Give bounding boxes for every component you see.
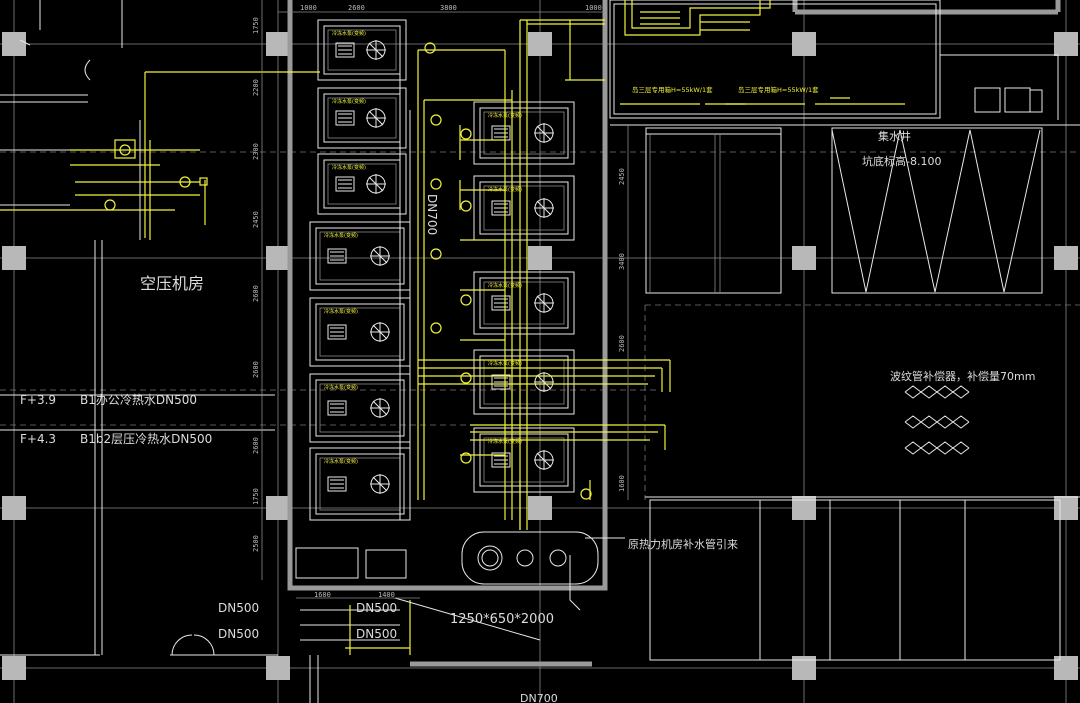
bottom-pipe-label: DN700 xyxy=(520,692,558,703)
unit-tag: 冷冻水泵(变频) xyxy=(332,30,366,37)
room-label: 空压机房 xyxy=(140,274,204,293)
dn500-label-4: DN500 xyxy=(356,627,397,641)
dn500-label-3: DN500 xyxy=(356,601,397,615)
chiller-unit: 冷冻水泵(变频) xyxy=(309,297,411,367)
dim-left-3: 2300 xyxy=(252,143,260,160)
dimension-top: 1000 2600 3800 1000 xyxy=(278,4,604,13)
water-tank xyxy=(295,498,599,585)
pump-unit: 冷冻水泵(变频) xyxy=(473,101,575,165)
chiller-unit: 冷冻水泵(变频) xyxy=(317,153,407,215)
dim-right-3: 2600 xyxy=(618,335,626,352)
chiller-room-pipes xyxy=(399,19,671,530)
dim-right-4: 1600 xyxy=(618,475,626,492)
dimension-bottom: 1600 1400 xyxy=(296,591,420,599)
sump-label: 集水井 xyxy=(878,129,911,143)
dimension-left: 1750 2200 2300 2450 2600 2600 2600 1750 … xyxy=(252,0,263,580)
dim-right-2: 3400 xyxy=(618,253,626,270)
dim-left-7: 2600 xyxy=(252,437,260,454)
chiller-unit: 冷冻水泵(变频) xyxy=(309,373,411,443)
pump-units: 冷冻水泵(变频)冷冻水泵(变频)冷冻水泵(变频)冷冻水泵(变频)冷冻水泵(变频) xyxy=(473,101,575,493)
pump-unit: 冷冻水泵(变频) xyxy=(473,427,575,493)
pump-unit: 冷冻水泵(变频) xyxy=(473,175,575,241)
dim-left-8: 1750 xyxy=(252,488,260,505)
dim-right-1: 2450 xyxy=(618,168,626,185)
dim-left-6: 2600 xyxy=(252,361,260,378)
panel-label-1: 岛三层专用箱H=55kW/1套 xyxy=(632,85,713,94)
dim-bottom-1: 1600 xyxy=(314,591,331,599)
main-pipe-label: DN700 xyxy=(425,194,439,235)
dim-left-9: 2500 xyxy=(252,535,260,552)
dn500-label-1: DN500 xyxy=(218,601,259,615)
sump-area xyxy=(645,87,1080,661)
text-labels: 空压机房 B1办公冷热水DN500 B1b2层压冷热水DN500 F+3.9 F… xyxy=(20,85,1035,703)
dn500-label-2: DN500 xyxy=(218,627,259,641)
control-panel-wiring xyxy=(620,0,905,105)
elevation-f39: F+3.9 xyxy=(20,393,56,407)
unit-tag: 冷冻水泵(变频) xyxy=(324,384,358,391)
dim-left-1: 1750 xyxy=(252,17,260,34)
compensator-symbols xyxy=(904,385,970,455)
dim-top-4: 1000 xyxy=(585,4,602,12)
sump-elevation: 坑底标高-8.100 xyxy=(862,154,941,168)
chiller-units: 冷冻水泵(变频) 冷冻水泵(变频) 冷冻水泵(变频) 冷冻水泵(变频) 冷冻水泵(变频)… xyxy=(309,19,411,521)
pipe-label-b1: B1办公冷热水DN500 xyxy=(80,392,197,407)
unit-tag: 冷冻水泵(变频) xyxy=(332,164,366,171)
chiller-unit: 冷冻水泵(变频) xyxy=(309,221,411,291)
chiller-unit: 冷冻水泵(变频) xyxy=(317,87,407,149)
dim-bottom-2: 1400 xyxy=(378,591,395,599)
pipe-label-b1b2: B1b2层压冷热水DN500 xyxy=(80,432,212,446)
pump-unit: 冷冻水泵(变频) xyxy=(473,271,575,335)
unit-tag: 冷冻水泵(变频) xyxy=(324,232,358,239)
dim-top-1: 1000 xyxy=(300,4,317,12)
walls xyxy=(0,0,1080,667)
compensator-label: 波纹管补偿器，补偿量70mm xyxy=(890,369,1035,383)
dim-top-3: 3800 xyxy=(440,4,457,12)
unit-tag: 冷冻水泵(变频) xyxy=(332,98,366,105)
dim-top-2: 2600 xyxy=(348,4,365,12)
unit-tag: 冷冻水泵(变频) xyxy=(324,458,358,465)
dim-left-4: 2450 xyxy=(252,211,260,228)
unit-tag: 冷冻水泵(变频) xyxy=(324,308,358,315)
dim-left-2: 2200 xyxy=(252,79,260,96)
dim-left-5: 2600 xyxy=(252,285,260,302)
compressor-room-pipes xyxy=(0,39,320,240)
chiller-unit: 冷冻水泵(变频) xyxy=(309,447,411,521)
chiller-unit: 冷冻水泵(变频) xyxy=(317,19,407,81)
panel-label-2: 岛三层专用箱H=55kW/1套 xyxy=(738,85,819,94)
makeup-pipe-label: 原热力机房补水管引来 xyxy=(628,537,738,551)
elevation-f43: F+4.3 xyxy=(20,432,56,446)
dimension-right: 2450 3400 2600 1600 xyxy=(618,125,629,500)
tank-dimensions: 1250*650*2000 xyxy=(450,612,554,627)
lower-pipes xyxy=(0,394,625,703)
